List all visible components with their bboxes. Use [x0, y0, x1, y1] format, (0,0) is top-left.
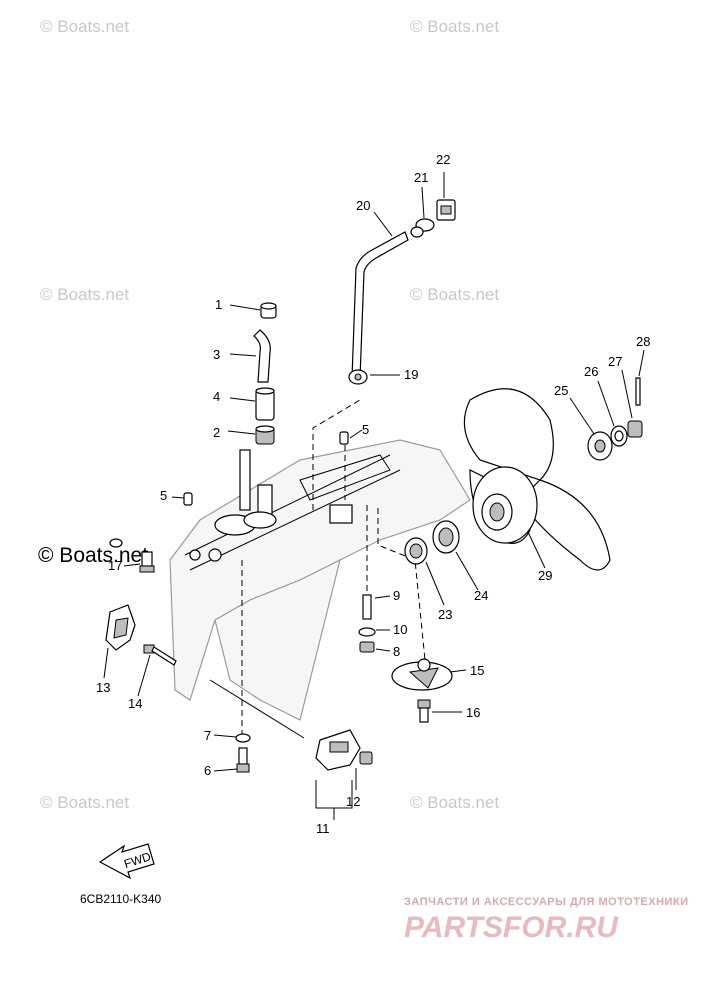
- part-21-bushing: [410, 218, 435, 238]
- watermark: © Boats.net: [38, 544, 148, 567]
- part-3-water-tube: [253, 329, 271, 383]
- label-part-5: 5: [160, 488, 167, 503]
- part-19-boot: [348, 369, 368, 385]
- watermark: © Boats.net: [40, 285, 129, 304]
- lower-case-body: [169, 439, 471, 721]
- brand-subtitle: ЗАПЧАСТИ И АКСЕССУАРЫ ДЛЯ МОТОТЕХНИКИ: [404, 896, 689, 908]
- watermark: © Boats.net: [40, 793, 129, 812]
- part-24-thrust-washer: [432, 520, 460, 554]
- part-5-dowel-pin: [183, 492, 193, 506]
- label-part-9: 9: [393, 588, 400, 603]
- label-part-16: 16: [466, 705, 480, 720]
- label-part-28: 28: [636, 334, 650, 349]
- part-27-nut: [627, 420, 643, 438]
- part-6-bolt: [236, 747, 250, 773]
- label-part-4: 4: [213, 389, 220, 404]
- label-part-12: 12: [346, 794, 360, 809]
- label-part-23: 23: [438, 607, 452, 622]
- watermark: © Boats.net: [410, 793, 499, 812]
- label-part-22: 22: [436, 152, 450, 167]
- part-13-anode: [105, 604, 136, 651]
- label-part-24: 24: [474, 588, 488, 603]
- label-part-15: 15: [470, 663, 484, 678]
- label-part-5: 5: [362, 422, 369, 437]
- watermark: © Boats.net: [410, 17, 499, 36]
- label-part-1: 1: [215, 297, 222, 312]
- label-part-8: 8: [393, 644, 400, 659]
- label-part-13: 13: [96, 680, 110, 695]
- watermark: © Boats.net: [40, 17, 129, 36]
- part-16-bolt: [417, 699, 431, 723]
- label-part-7: 7: [204, 728, 211, 743]
- part-1-grommet: [260, 302, 277, 319]
- label-part-10: 10: [393, 622, 407, 637]
- fwd-arrow-icon: FWD: [98, 843, 155, 880]
- part-11-anode: [315, 729, 361, 771]
- label-part-17: 17: [108, 558, 122, 573]
- part-28-cotter-pin: [635, 377, 641, 406]
- part-25-washer: [587, 431, 613, 461]
- label-part-14: 14: [128, 696, 142, 711]
- part-10-washer: [358, 627, 376, 637]
- part-2-grommet: [255, 425, 275, 445]
- part-17-plug: [139, 551, 155, 573]
- label-part-11: 11: [316, 821, 330, 836]
- part-15-trim-tab: [391, 658, 453, 691]
- label-part-25: 25: [554, 383, 568, 398]
- part-29-propeller: [463, 388, 611, 571]
- label-part-3: 3: [213, 347, 220, 362]
- label-part-2: 2: [213, 425, 220, 440]
- label-part-29: 29: [538, 568, 552, 583]
- part-20-shift-rod: [351, 231, 409, 379]
- brand-logo: PARTSFOR.RU: [404, 911, 619, 944]
- label-part-26: 26: [584, 364, 598, 379]
- part-22-clip: [436, 199, 456, 221]
- part-23-spacer: [404, 537, 428, 565]
- part-26-spacer: [610, 425, 628, 447]
- diagram-code: 6CB2110-K340: [80, 892, 161, 906]
- label-part-20: 20: [356, 198, 370, 213]
- label-part-6: 6: [204, 763, 211, 778]
- part-7-washer: [235, 733, 251, 743]
- part-8-nut: [359, 641, 375, 653]
- watermark: © Boats.net: [410, 285, 499, 304]
- part-9-stud: [362, 594, 372, 620]
- label-part-21: 21: [414, 170, 428, 185]
- part-4-rubber-seal: [255, 387, 275, 421]
- label-part-27: 27: [608, 354, 622, 369]
- part-5-dowel-pin: [339, 431, 349, 445]
- part-12-nut: [359, 751, 373, 765]
- part-14-bolt: [143, 644, 177, 666]
- label-part-19: 19: [404, 367, 418, 382]
